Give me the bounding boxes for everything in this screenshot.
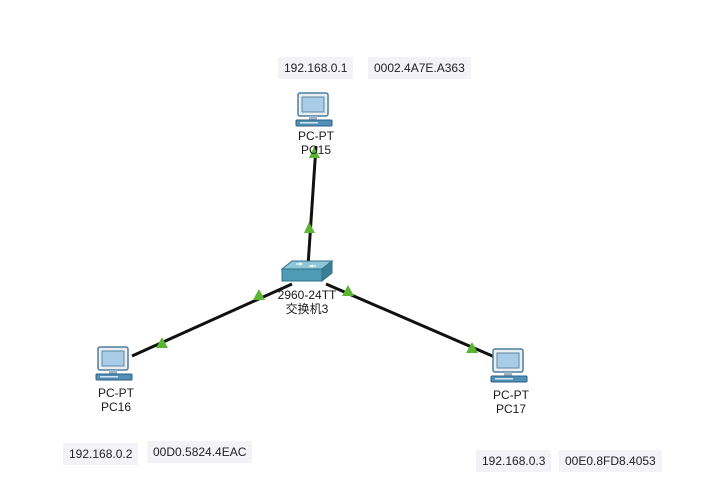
pc17-name: PC17	[495, 402, 527, 416]
pc15-label: PC-PT PC15	[298, 129, 334, 157]
desktop-computer-icon[interactable]	[295, 92, 333, 127]
switch-label: 2960-24TT 交换机3	[278, 288, 337, 316]
desktop-computer-icon[interactable]	[95, 346, 133, 381]
link-status-switch-pc15	[304, 222, 315, 233]
pc15-model: PC-PT	[298, 129, 334, 143]
link-status-switch-pc16	[253, 289, 265, 300]
link-status-pc17	[466, 342, 478, 353]
pc16-ip-note[interactable]: 192.168.0.2	[63, 443, 139, 465]
pc16-name: PC16	[100, 400, 132, 414]
switch-name: 交换机3	[285, 302, 329, 316]
pc15-mac-note[interactable]: 0002.4A7E.A363	[368, 57, 471, 79]
link-switch-pc15[interactable]	[306, 145, 318, 267]
link-status-pc16	[156, 337, 168, 348]
pc17-model: PC-PT	[493, 388, 529, 402]
pc15-name: PC15	[300, 143, 332, 157]
pc17-label: PC-PT PC17	[493, 388, 529, 416]
link-switch-pc16[interactable]	[131, 282, 293, 358]
switch-model: 2960-24TT	[277, 288, 337, 302]
pc15-ip-note[interactable]: 192.168.0.1	[278, 57, 354, 79]
pc16-mac-note[interactable]: 00D0.5824.4EAC	[147, 441, 253, 463]
link-switch-pc17[interactable]	[325, 282, 498, 360]
link-status-pc15	[309, 147, 320, 158]
pc17-ip-note[interactable]: 192.168.0.3	[476, 450, 552, 472]
desktop-computer-icon[interactable]	[490, 348, 528, 383]
pc16-model: PC-PT	[98, 386, 134, 400]
network-switch-icon[interactable]	[280, 259, 334, 283]
pc17-mac-note[interactable]: 00E0.8FD8.4053	[559, 450, 662, 472]
link-status-switch-pc17	[342, 285, 354, 296]
pc16-label: PC-PT PC16	[98, 386, 134, 414]
